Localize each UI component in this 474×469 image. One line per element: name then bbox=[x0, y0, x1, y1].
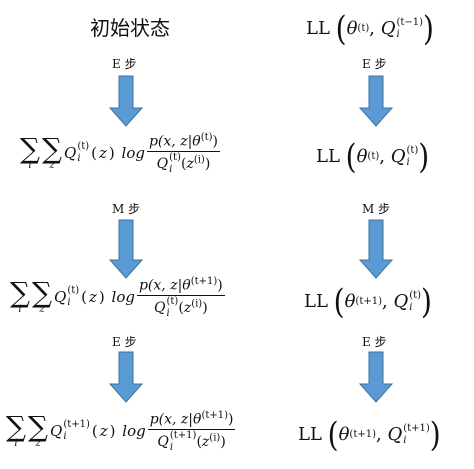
ll-formula-1: LL (θ(t), Q(t)i) bbox=[316, 136, 430, 177]
e-step-label-right-2: E 步 bbox=[362, 335, 387, 349]
m-step-label-left: M 步 bbox=[112, 202, 141, 216]
q-objective-3: ∑i ∑z Q(t+1)i(z) log p(x, z|θ(t+1)) Q(t+… bbox=[6, 410, 236, 453]
arrow-right-1 bbox=[358, 75, 394, 127]
arrow-left-1 bbox=[108, 75, 144, 127]
arrow-right-2 bbox=[358, 219, 394, 279]
e-step-label-right-1: E 步 bbox=[362, 57, 387, 71]
q-objective-1: ∑i ∑z Q(t)i(z) log p(x, z|θ(t)) Q(t)i(z(… bbox=[20, 132, 221, 175]
initial-state-title: 初始状态 bbox=[90, 16, 170, 40]
ll-label: LL bbox=[316, 146, 340, 167]
e-step-label-left-1: E 步 bbox=[112, 57, 137, 71]
ll-formula-0: LL (θ(t), Q(t−1)i) bbox=[306, 8, 434, 49]
arrow-left-3 bbox=[108, 351, 144, 403]
arrow-right-3 bbox=[358, 351, 394, 403]
ll-label: LL bbox=[304, 291, 328, 312]
e-step-label-left-2: E 步 bbox=[112, 335, 137, 349]
m-step-label-right: M 步 bbox=[362, 202, 391, 216]
ll-formula-3: LL (θ(t+1), Q(t+1)i) bbox=[298, 414, 441, 455]
ll-label: LL bbox=[306, 18, 330, 39]
q-objective-2: ∑i ∑z Q(t)i(z) log p(x, z|θ(t+1)) Q(t)i(… bbox=[10, 276, 225, 319]
ll-formula-2: LL (θ(t+1), Q(t)i) bbox=[304, 281, 432, 322]
ll-label: LL bbox=[298, 424, 322, 445]
arrow-left-2 bbox=[108, 219, 144, 279]
